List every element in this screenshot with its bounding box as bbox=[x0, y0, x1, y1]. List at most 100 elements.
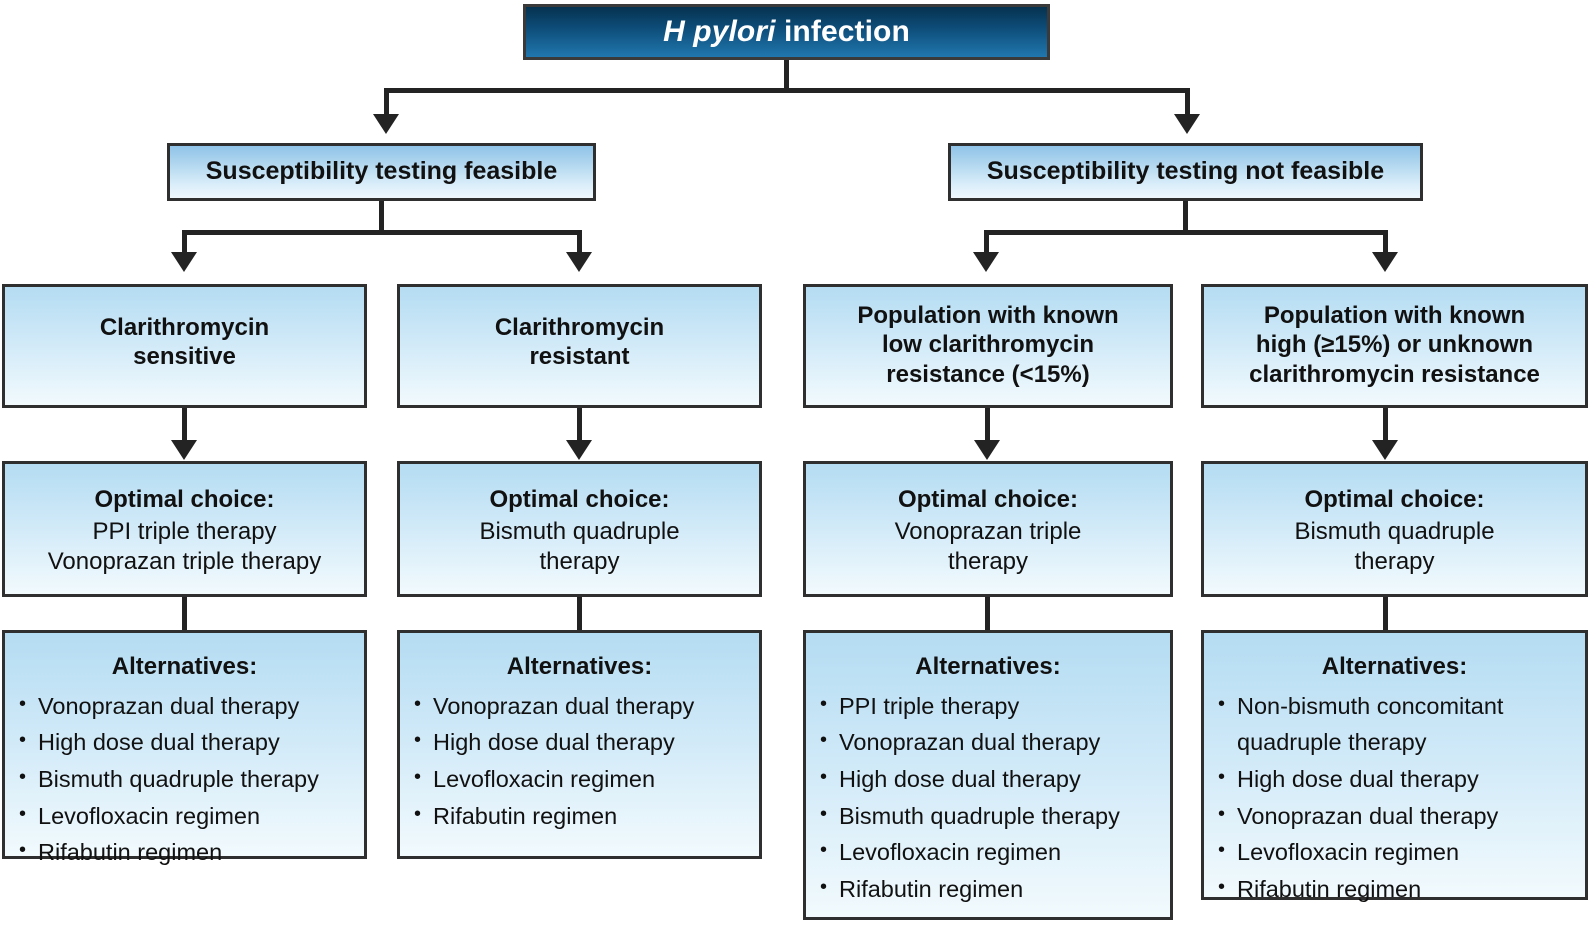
connector-feasible-right-drop bbox=[577, 230, 582, 254]
condition-text-1: Clarithromycin sensitive bbox=[92, 313, 277, 372]
branch-box-susceptibility-not-feasible: Susceptibility testing not feasible bbox=[948, 143, 1423, 201]
condition-box-2: Clarithromycin resistant bbox=[397, 284, 762, 408]
title-box: H pylori infection bbox=[523, 4, 1050, 60]
optimal-line1-3: Vonoprazan triple bbox=[894, 517, 1082, 545]
connector-title-left-drop bbox=[384, 88, 389, 116]
title-italic: H pylori bbox=[663, 15, 776, 48]
list-item: Levofloxacin regimen bbox=[19, 798, 354, 835]
connector-title-right-drop bbox=[1185, 88, 1190, 116]
alternatives-box-4: Alternatives: Non-bismuth concomitant qu… bbox=[1201, 630, 1588, 903]
alternatives-list-2: Vonoprazan dual therapy High dose dual t… bbox=[400, 688, 759, 835]
condition-3-line1: Population with known bbox=[857, 302, 1119, 329]
branch-box-susceptibility-feasible: Susceptibility testing feasible bbox=[167, 143, 596, 201]
optimal-heading-1: Optimal choice: bbox=[94, 486, 275, 513]
list-item: High dose dual therapy bbox=[820, 761, 1160, 798]
connector-cond4-to-optimal4 bbox=[1383, 408, 1388, 442]
arrow-to-clarithromycin-resistant bbox=[566, 252, 592, 272]
optimal-line2-1: Vonoprazan triple therapy bbox=[47, 547, 322, 575]
alternatives-list-1: Vonoprazan dual therapy High dose dual t… bbox=[5, 688, 364, 871]
optimal-choice-box-3: Optimal choice: Vonoprazan triple therap… bbox=[803, 461, 1173, 597]
arrow-to-optimal-choice-2 bbox=[566, 440, 592, 460]
condition-1-line2: sensitive bbox=[133, 343, 236, 371]
list-item: Vonoprazan dual therapy bbox=[414, 688, 749, 725]
branch-label-feasible: Susceptibility testing feasible bbox=[205, 157, 558, 186]
optimal-line2-4: therapy bbox=[1354, 547, 1435, 575]
condition-box-4: Population with known high (≥15%) or unk… bbox=[1201, 284, 1588, 408]
list-item: PPI triple therapy bbox=[820, 688, 1160, 725]
list-item: High dose dual therapy bbox=[19, 724, 354, 761]
list-item: High dose dual therapy bbox=[1218, 761, 1575, 798]
list-item: High dose dual therapy bbox=[414, 724, 749, 761]
arrow-to-clarithromycin-sensitive bbox=[171, 252, 197, 272]
connector-feasible-left-drop bbox=[182, 230, 187, 254]
arrow-to-low-resistance-population bbox=[973, 252, 999, 272]
connector-optimal2-to-alternatives2 bbox=[577, 597, 582, 633]
connector-cond3-to-optimal3 bbox=[985, 408, 990, 442]
list-item: Vonoprazan dual therapy bbox=[1218, 798, 1575, 835]
condition-box-1: Clarithromycin sensitive bbox=[2, 284, 367, 408]
arrow-to-high-resistance-population bbox=[1372, 252, 1398, 272]
condition-text-4: Population with known high (≥15%) or unk… bbox=[1241, 301, 1548, 389]
optimal-line2-3: therapy bbox=[947, 547, 1029, 575]
arrow-to-not-feasible bbox=[1174, 114, 1200, 134]
connector-notfeasible-right-drop bbox=[1383, 230, 1388, 254]
list-item: Bismuth quadruple therapy bbox=[820, 798, 1160, 835]
connector-optimal4-to-alternatives4 bbox=[1383, 597, 1388, 633]
list-item: Levofloxacin regimen bbox=[1218, 834, 1575, 871]
arrow-to-optimal-choice-1 bbox=[171, 440, 197, 460]
optimal-choice-box-2: Optimal choice: Bismuth quadruple therap… bbox=[397, 461, 762, 597]
list-item: Non-bismuth concomitant quadruple therap… bbox=[1218, 688, 1575, 761]
condition-box-3: Population with known low clarithromycin… bbox=[803, 284, 1173, 408]
alternatives-box-1: Alternatives: Vonoprazan dual therapy Hi… bbox=[2, 630, 367, 867]
list-item: Levofloxacin regimen bbox=[414, 761, 749, 798]
arrow-to-feasible bbox=[373, 114, 399, 134]
title-rest: infection bbox=[775, 15, 910, 48]
optimal-heading-4: Optimal choice: bbox=[1304, 486, 1485, 513]
list-item: Vonoprazan dual therapy bbox=[19, 688, 354, 725]
connector-notfeasible-bar bbox=[984, 230, 1388, 235]
connector-title-stem bbox=[784, 60, 789, 90]
alternatives-list-3: PPI triple therapy Vonoprazan dual thera… bbox=[806, 688, 1170, 908]
connector-feasible-bar bbox=[182, 230, 582, 235]
alternatives-list-4: Non-bismuth concomitant quadruple therap… bbox=[1204, 688, 1585, 908]
connector-cond2-to-optimal2 bbox=[577, 408, 582, 442]
arrow-to-optimal-choice-4 bbox=[1372, 440, 1398, 460]
alternatives-heading-1: Alternatives: bbox=[111, 653, 258, 680]
connector-feasible-stem bbox=[379, 201, 384, 232]
list-item: Bismuth quadruple therapy bbox=[19, 761, 354, 798]
list-item: Rifabutin regimen bbox=[1218, 871, 1575, 908]
optimal-choice-box-4: Optimal choice: Bismuth quadruple therap… bbox=[1201, 461, 1588, 597]
connector-notfeasible-left-drop bbox=[984, 230, 989, 254]
condition-4-line1: Population with known bbox=[1263, 302, 1526, 329]
optimal-choice-box-1: Optimal choice: PPI triple therapy Vonop… bbox=[2, 461, 367, 597]
optimal-line2-2: therapy bbox=[539, 547, 620, 575]
alternatives-box-2: Alternatives: Vonoprazan dual therapy Hi… bbox=[397, 630, 762, 859]
optimal-line1-4: Bismuth quadruple bbox=[1294, 517, 1495, 545]
optimal-line1-2: Bismuth quadruple bbox=[479, 517, 680, 545]
branch-label-not-feasible: Susceptibility testing not feasible bbox=[986, 157, 1385, 186]
list-item: Rifabutin regimen bbox=[414, 798, 749, 835]
condition-2-line1: Clarithromycin bbox=[494, 314, 665, 341]
connector-cond1-to-optimal1 bbox=[182, 408, 187, 442]
condition-text-2: Clarithromycin resistant bbox=[487, 313, 672, 372]
optimal-heading-3: Optimal choice: bbox=[897, 486, 1079, 513]
connector-notfeasible-stem bbox=[1183, 201, 1188, 232]
list-item: Levofloxacin regimen bbox=[820, 834, 1160, 871]
condition-2-line2: resistant bbox=[529, 343, 630, 371]
optimal-line1-1: PPI triple therapy bbox=[92, 517, 277, 545]
alternatives-heading-3: Alternatives: bbox=[915, 653, 1061, 680]
condition-3-line2: low clarithromycin bbox=[881, 331, 1095, 359]
connector-optimal1-to-alternatives1 bbox=[182, 597, 187, 633]
title-text: H pylori infection bbox=[663, 17, 910, 47]
arrow-to-optimal-choice-3 bbox=[974, 440, 1000, 460]
list-item: Rifabutin regimen bbox=[820, 871, 1160, 908]
condition-text-3: Population with known low clarithromycin… bbox=[849, 301, 1126, 389]
condition-4-line2: high (≥15%) or unknown bbox=[1255, 331, 1534, 359]
connector-optimal3-to-alternatives3 bbox=[985, 597, 990, 633]
connector-title-bar bbox=[384, 88, 1190, 93]
list-item: Rifabutin regimen bbox=[19, 834, 354, 871]
optimal-heading-2: Optimal choice: bbox=[489, 486, 670, 513]
list-item: Vonoprazan dual therapy bbox=[820, 724, 1160, 761]
alternatives-heading-2: Alternatives: bbox=[506, 653, 653, 680]
